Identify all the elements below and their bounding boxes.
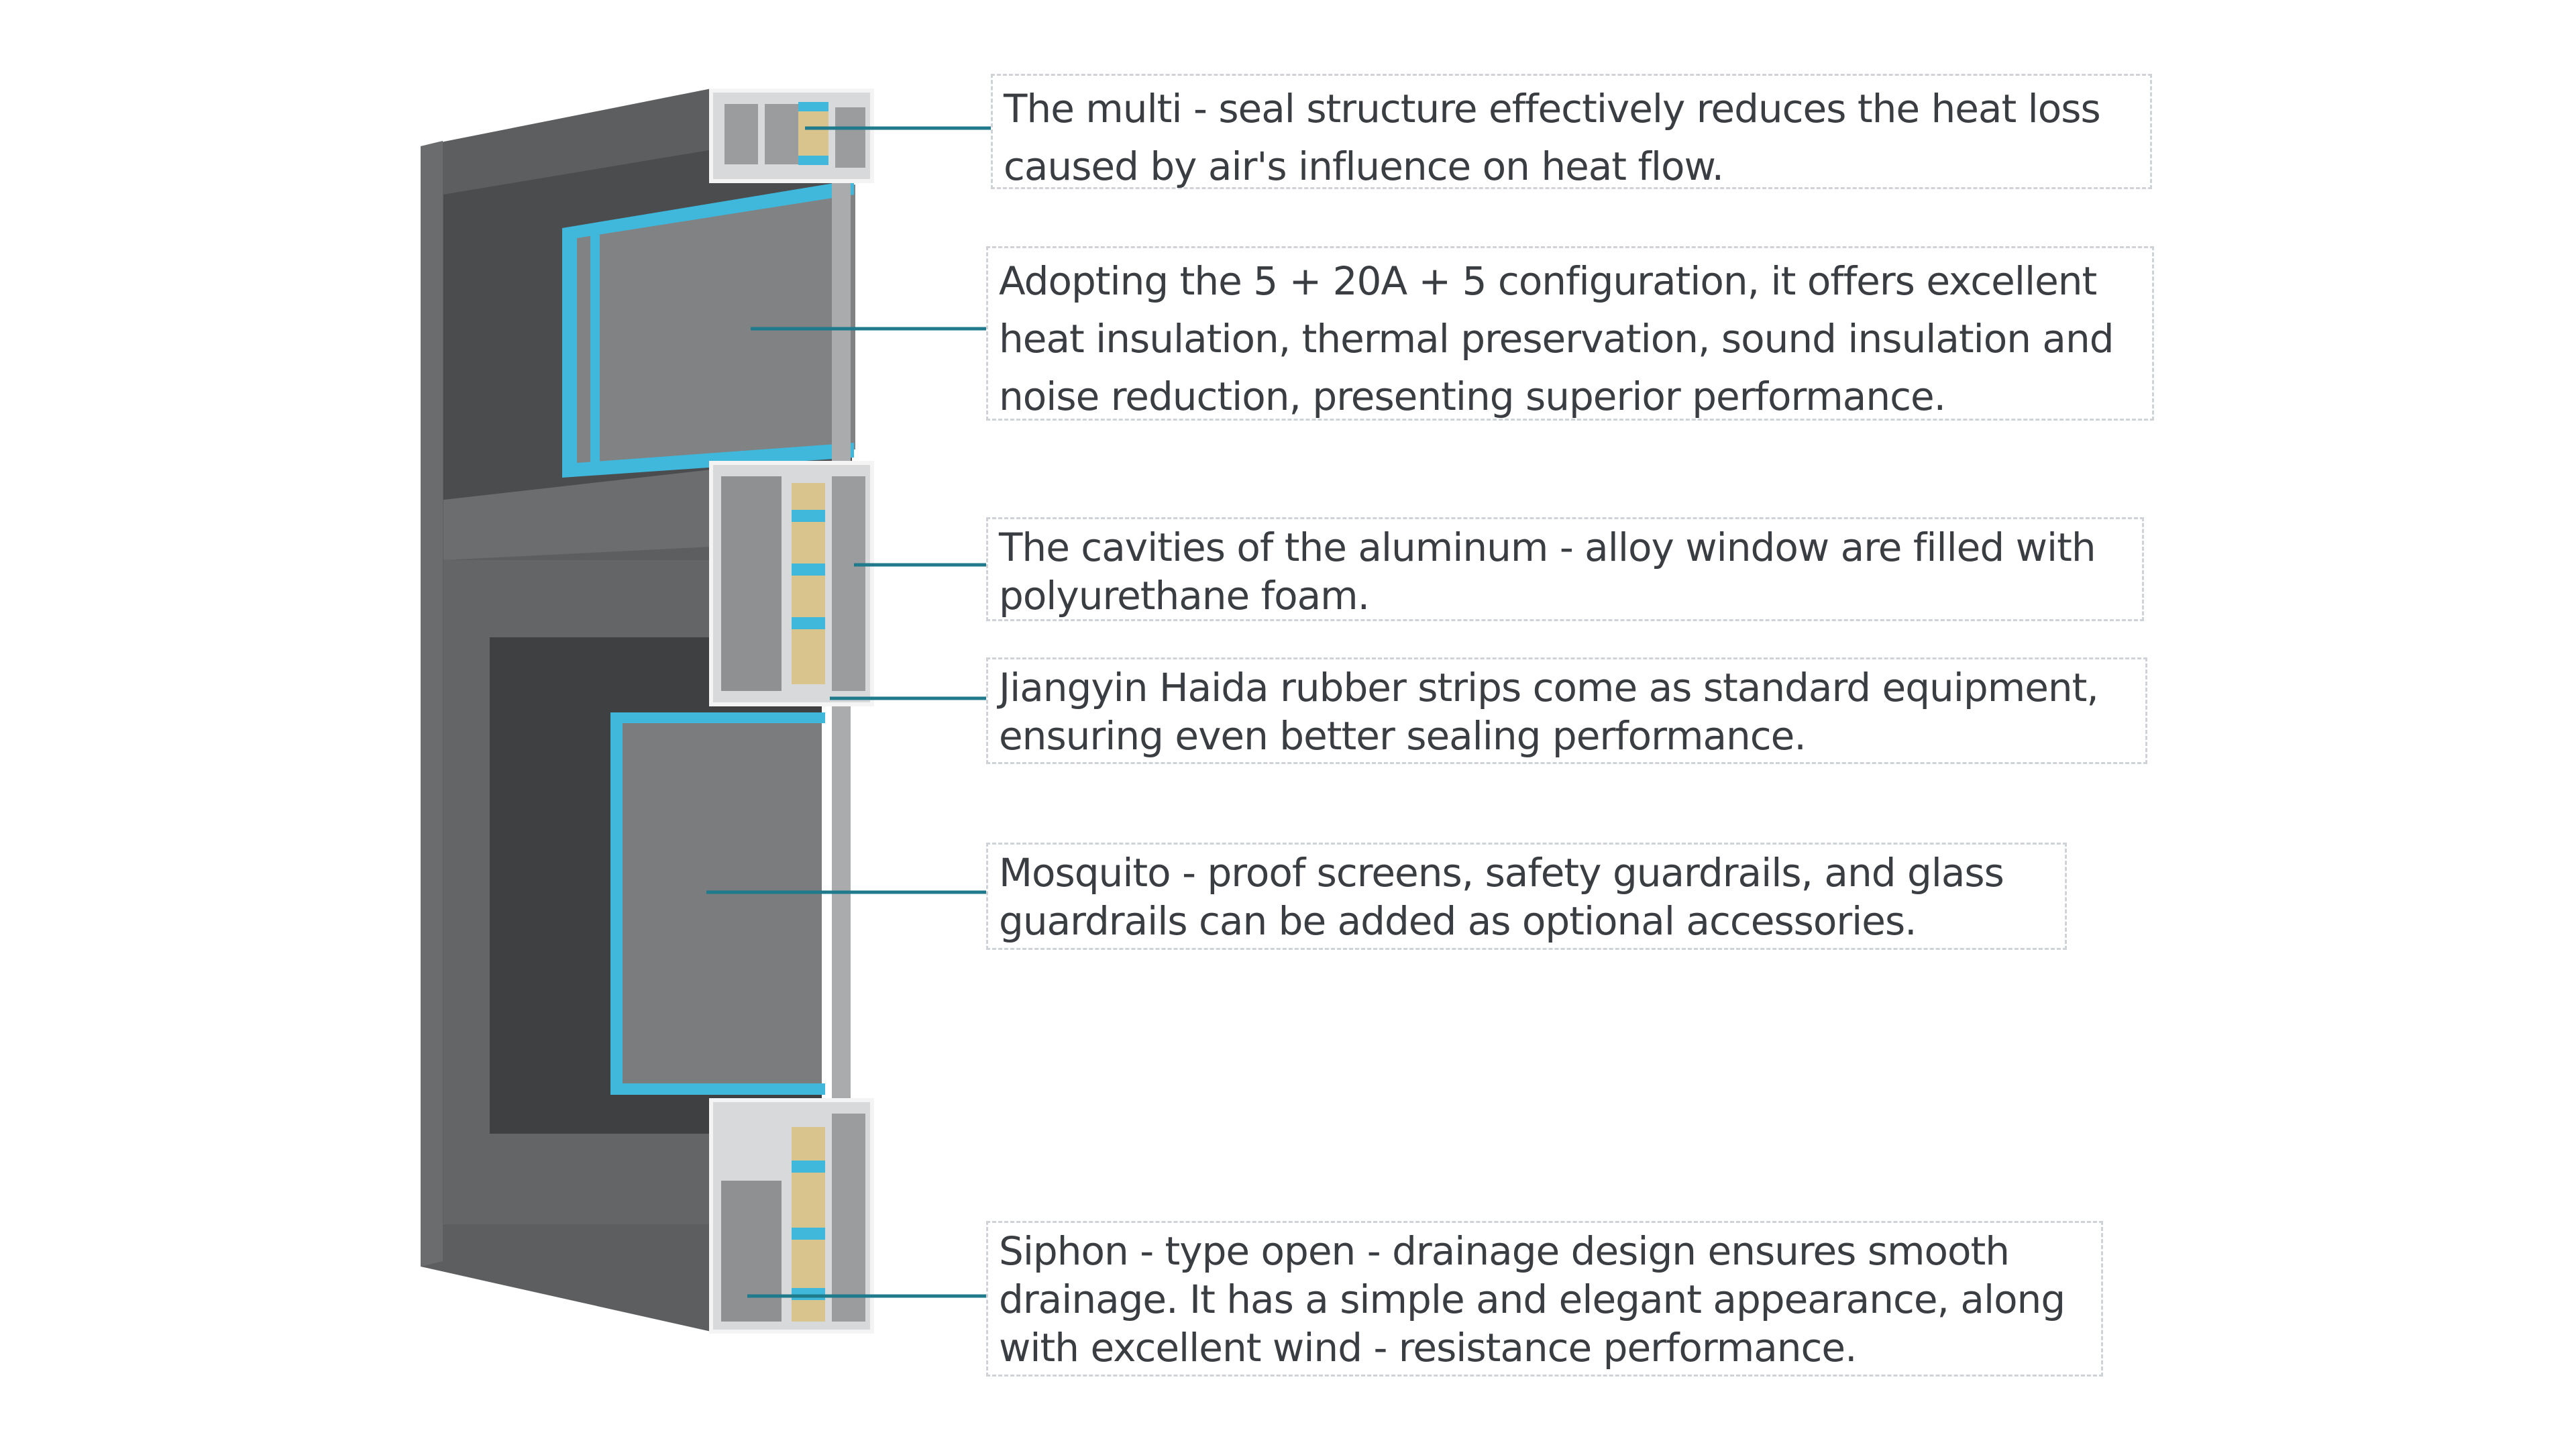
- callout-foam-cavities: The cavities of the aluminum - alloy win…: [986, 517, 2144, 621]
- callout-accessories: Mosquito - proof screens, safety guardra…: [986, 843, 2067, 950]
- callout-rubber-strips: Jiangyin Haida rubber strips come as sta…: [986, 657, 2147, 764]
- frame-left-face: [421, 141, 443, 1267]
- callout-multi-seal: The multi - seal structure effectively r…: [991, 74, 2152, 189]
- upper-glass-spacer: [562, 180, 854, 478]
- callout-text: Adopting the 5 + 20A + 5 configuration, …: [999, 258, 2114, 419]
- callout-text: Jiangyin Haida rubber strips come as sta…: [999, 665, 2099, 759]
- lower-glass: [612, 714, 822, 1093]
- bottom-profile-section: [709, 1098, 874, 1334]
- callout-text: The cavities of the aluminum - alloy win…: [999, 525, 2096, 619]
- upper-glass-inner-bar: [590, 235, 600, 463]
- callout-drainage: Siphon - type open - drainage design ens…: [986, 1221, 2103, 1377]
- middle-profile-section: [709, 461, 874, 706]
- top-profile-section: [709, 89, 874, 183]
- transom: [443, 470, 711, 560]
- callout-text: Siphon - type open - drainage design ens…: [999, 1228, 2065, 1371]
- callout-text: Mosquito - proof screens, safety guardra…: [999, 850, 2004, 944]
- callout-glass-config: Adopting the 5 + 20A + 5 configuration, …: [986, 246, 2154, 421]
- callout-text: The multi - seal structure effectively r…: [1004, 86, 2101, 189]
- upper-glass: [564, 184, 855, 473]
